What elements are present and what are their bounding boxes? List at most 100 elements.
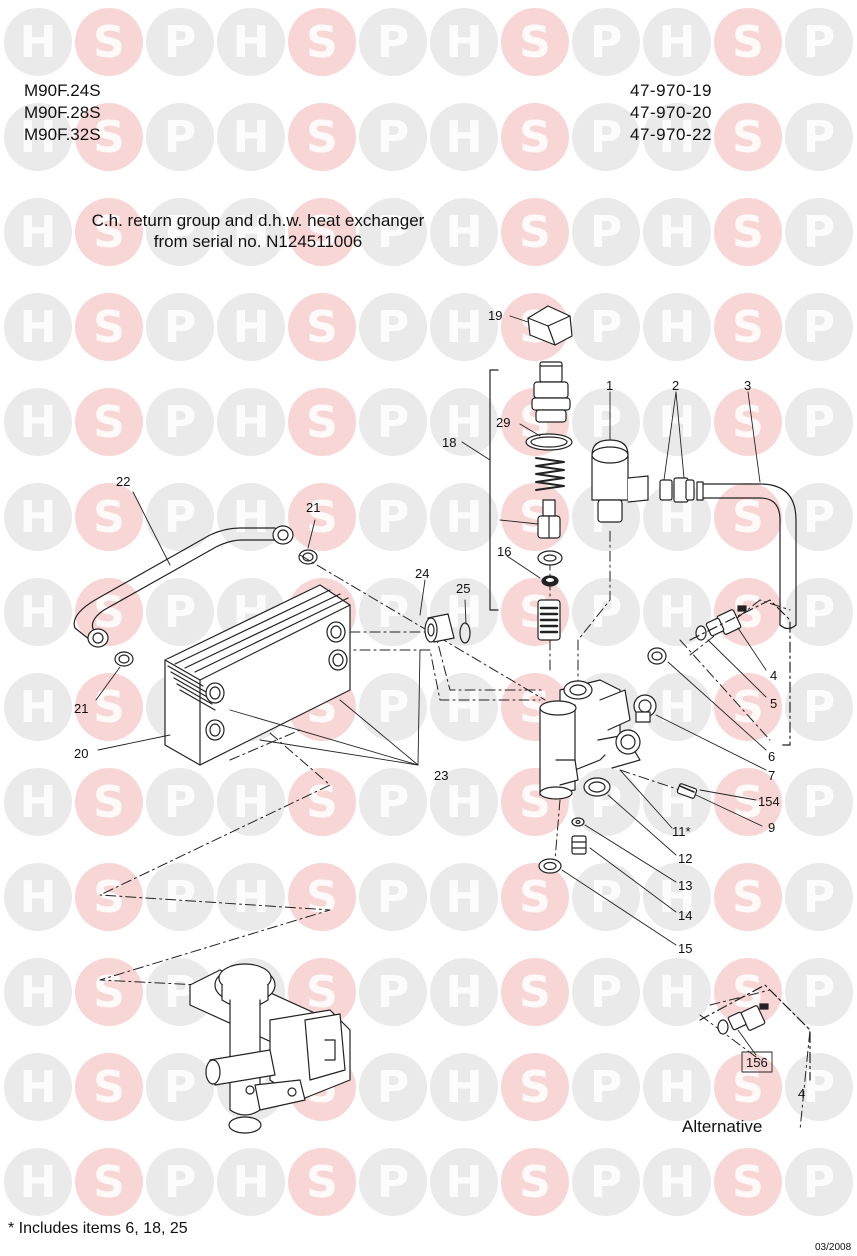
valve-body-1 [591,439,649,523]
cartridge-18 [531,361,571,423]
watermark-circle [146,1053,214,1121]
watermark-letter: P [377,967,409,1018]
watermark-letter: H [20,17,57,68]
watermark-letter: H [659,17,696,68]
alternative-label: Alternative [682,1117,763,1136]
watermark-letter: S [732,17,764,68]
watermark-circle [572,293,640,361]
watermark-circle [4,388,72,456]
watermark-circle [288,8,356,76]
callout-18: 18 [442,435,456,450]
watermark-circle [714,293,782,361]
watermark-circle [288,198,356,266]
watermark-letter: P [377,492,409,543]
fitting-24 [424,613,455,643]
callout-15: 15 [678,941,692,956]
callout-1: 1 [606,378,613,393]
watermark-circle [572,1148,640,1216]
callout-4-alternative: 4 [798,1086,805,1101]
part-code-list: 47-970-19 47-970-20 47-970-22 [630,80,712,146]
watermark-circle [4,198,72,266]
watermark-circle [572,958,640,1026]
watermark-letter: S [93,302,125,353]
watermark-circle [4,103,72,171]
watermark-letter: P [164,1062,196,1113]
watermark-circle [288,768,356,836]
washer-13 [571,817,585,827]
watermark-letter: S [519,872,551,923]
watermark-circle [4,8,72,76]
callout-21-top: 21 [306,500,320,515]
callout-24: 24 [415,566,429,581]
o-ring-21-bottom [114,651,134,667]
callout-23: 23 [434,768,448,783]
screw-9 [676,783,698,799]
watermark-circle [288,1148,356,1216]
watermark-letter: S [732,302,764,353]
watermark-circle [146,768,214,836]
watermark-circle [4,958,72,1026]
watermark-letter: S [306,397,338,448]
sensor-4 [695,605,747,641]
watermark-circle [359,103,427,171]
watermark-circle [430,388,498,456]
watermark-circle [785,388,853,456]
watermark-letter: H [659,1062,696,1113]
watermark-letter: H [233,1157,270,1208]
watermark-circle [146,578,214,646]
watermark-letter: P [164,207,196,258]
watermark-letter: P [590,207,622,258]
watermark-letter: H [659,1157,696,1208]
watermark-letter: S [93,872,125,923]
watermark-circle [75,768,143,836]
bottom-valve-assembly [189,963,351,1134]
part-code-32s: 47-970-22 [630,125,713,144]
watermark-circle [643,483,711,551]
title-line-2: from serial no. N124511006 [153,232,363,251]
watermark-letter: S [306,112,338,163]
watermark-circle [643,863,711,931]
callout-3: 3 [744,378,751,393]
callout-25: 25 [456,581,470,596]
watermark-letter: P [590,587,622,638]
watermark-letter: S [93,777,125,828]
watermark-letter: H [659,587,696,638]
watermark-letter: H [446,397,483,448]
watermark-circle [643,293,711,361]
return-group-body [539,679,641,800]
watermark-circle [359,673,427,741]
watermark-circle [217,1148,285,1216]
date-code: 03/2008 [815,1242,852,1253]
watermark-letter: S [93,967,125,1018]
watermark-letter: P [590,302,622,353]
watermark-circle [75,103,143,171]
watermark-letter: H [20,112,57,163]
watermark-letter: H [446,777,483,828]
watermark-circle [714,103,782,171]
watermark-letter: S [732,397,764,448]
watermark-letter: S [519,1157,551,1208]
footnote: * Includes items 6, 18, 25 [8,1220,188,1237]
watermark-circle [359,578,427,646]
watermark-letter: S [93,682,125,733]
watermark-letter: P [377,587,409,638]
watermark-circle [359,768,427,836]
heat-exchanger-20 [164,584,351,766]
watermark-circle [75,198,143,266]
watermark-circle [714,768,782,836]
watermark-letter: P [590,1157,622,1208]
watermark-letter: H [659,207,696,258]
watermark-circle [359,1148,427,1216]
watermark-circle [501,958,569,1026]
watermark-letter: H [233,207,270,258]
watermark-circle [75,293,143,361]
watermark-circle [430,103,498,171]
watermark-circle [430,8,498,76]
watermark-circle [4,1053,72,1121]
callout-labels: 19 29 18 16 1 2 3 22 21 24 25 21 20 23 4… [74,308,805,1101]
watermark-circle [217,388,285,456]
assembly-lines [99,529,811,1131]
watermark-letter: S [93,492,125,543]
valve-stem [537,499,561,539]
callout-154: 154 [758,794,780,809]
